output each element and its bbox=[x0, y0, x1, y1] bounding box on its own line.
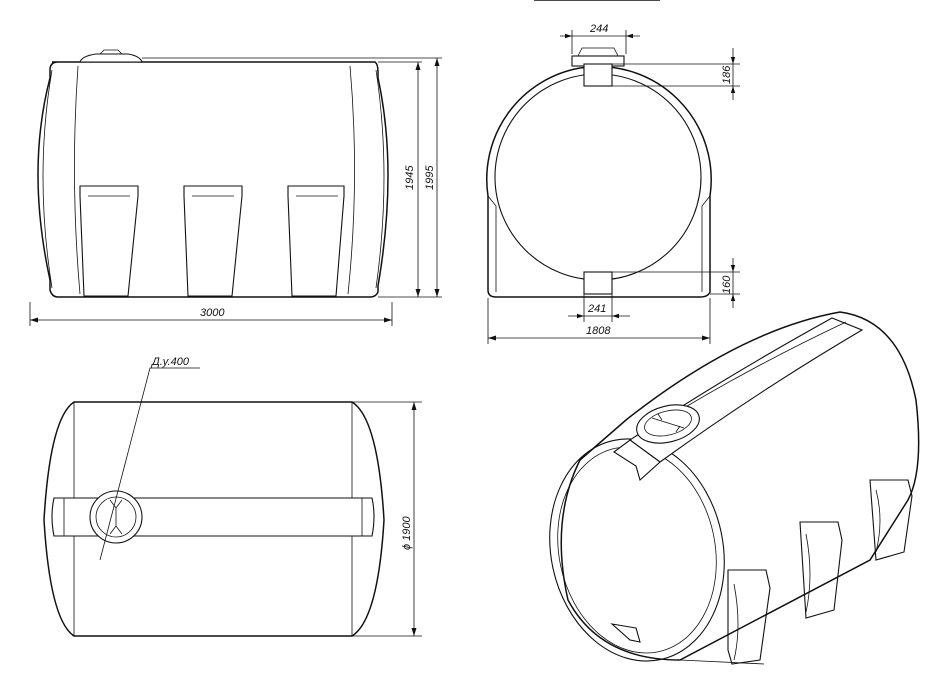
dim-diameter-1900: ϕ 1900 bbox=[401, 515, 413, 550]
dim-height-1995: 1995 bbox=[424, 165, 436, 190]
dim-fitting-241: 241 bbox=[587, 303, 606, 315]
dim-band-186: 186 bbox=[721, 65, 733, 84]
side-view: 3000 1945 1995 bbox=[29, 49, 442, 326]
dim-width-1808: 1808 bbox=[586, 325, 611, 337]
end-view: 244 186 160 241 1808 bbox=[486, 23, 740, 344]
isometric-view bbox=[549, 311, 920, 665]
manhole-label: Д.у.400 bbox=[150, 356, 190, 368]
dim-length-3000: 3000 bbox=[200, 307, 225, 319]
dim-band-160: 160 bbox=[721, 275, 733, 294]
top-view: Д.у.400 ϕ 1900 bbox=[43, 356, 422, 637]
dim-height-1945: 1945 bbox=[404, 165, 416, 190]
dim-fitting-244: 244 bbox=[589, 23, 608, 35]
